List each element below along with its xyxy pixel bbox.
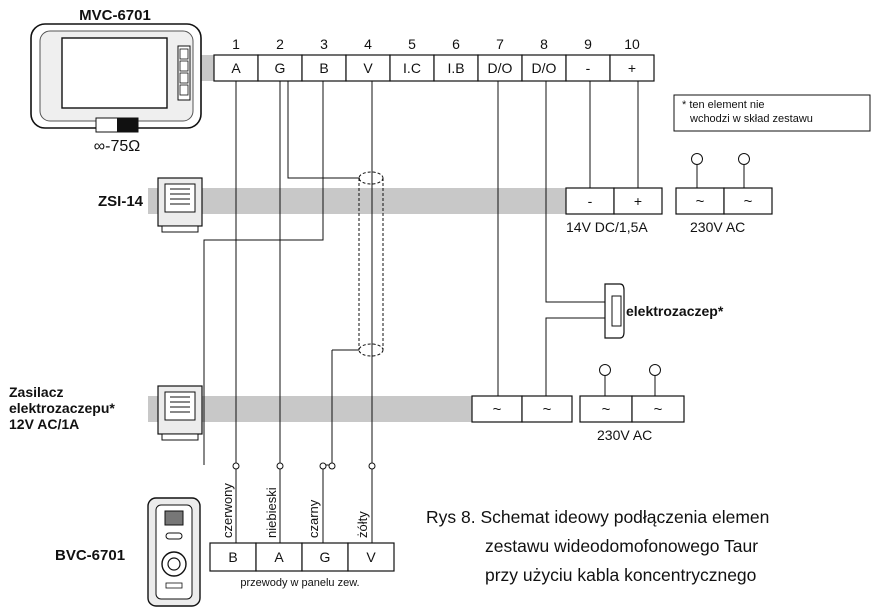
wire-junctions bbox=[232, 462, 376, 470]
zsi-psu-icon bbox=[157, 177, 203, 233]
mains-bottom-label: 230V AC bbox=[597, 427, 652, 443]
wire-label-black: czarny bbox=[306, 499, 321, 538]
terminal-label: D/O bbox=[488, 60, 513, 76]
terminal-label: V bbox=[363, 60, 373, 76]
monitor-label: MVC-6701 bbox=[79, 7, 151, 24]
outdoor-panel-icon bbox=[147, 497, 201, 607]
terminal-number: 7 bbox=[496, 36, 504, 52]
impedance-label: ∞-75Ω bbox=[94, 138, 141, 155]
panel-terminal-label: G bbox=[320, 549, 331, 565]
mains-plug-icon bbox=[738, 153, 750, 165]
zsi-label: ZSI-14 bbox=[98, 193, 144, 210]
note-box: * ten element nie wchodzi w skład zestaw… bbox=[673, 94, 871, 132]
terminal-number: 8 bbox=[540, 36, 548, 52]
lock-psu-label-line-2: elektrozaczepu* bbox=[9, 400, 115, 416]
terminal-cell bbox=[521, 54, 567, 82]
mains-bottom-terminal: ~ bbox=[602, 401, 611, 418]
zsi-terminal-plus: + bbox=[634, 193, 642, 209]
monitor-button-icon bbox=[179, 72, 189, 84]
zsi-terminals: - + bbox=[565, 187, 663, 215]
terminal-label: - bbox=[586, 60, 591, 76]
panel-terminal-cell bbox=[255, 542, 303, 572]
terminal-numbers: 1 2 3 4 5 6 7 8 9 10 bbox=[232, 36, 640, 52]
note-line-2: wchodzi w skład zestawu bbox=[689, 113, 813, 125]
terminal-cell bbox=[345, 54, 391, 82]
lock-psu-terminals: ~ ~ bbox=[471, 395, 573, 423]
terminal-label: I.B bbox=[447, 60, 464, 76]
terminal-label: + bbox=[628, 60, 636, 76]
camera-icon bbox=[164, 510, 184, 526]
electric-lock-icon bbox=[604, 283, 625, 339]
lock-psu-label-line-1: Zasilacz bbox=[9, 384, 63, 400]
terminal-number: 4 bbox=[364, 36, 372, 52]
terminal-number: 10 bbox=[624, 36, 640, 52]
terminal-label: G bbox=[275, 60, 286, 76]
mains-top-terminal: ~ bbox=[744, 193, 753, 210]
lock-psu-terminal: ~ bbox=[543, 401, 552, 418]
panel-terminal-cell bbox=[347, 542, 395, 572]
caption-line-2: zestawu wideodomofonowego Taur bbox=[485, 536, 758, 556]
coax-cable bbox=[358, 171, 384, 357]
mains-plug-icon bbox=[649, 364, 661, 376]
mains-plug-icon bbox=[691, 153, 703, 165]
panel-terminal-label: A bbox=[274, 549, 284, 565]
zsi-terminal-minus: - bbox=[588, 193, 593, 209]
terminal-label: D/O bbox=[532, 60, 557, 76]
wire-label-blue: niebieski bbox=[264, 487, 279, 538]
lock-psu-label-line-3: 12V AC/1A bbox=[9, 416, 79, 432]
caption-line-3: przy użyciu kabla koncentrycznego bbox=[485, 565, 756, 585]
terminal-number: 9 bbox=[584, 36, 592, 52]
wire-label-yellow: żółty bbox=[355, 511, 370, 538]
lock-psu-terminal: ~ bbox=[493, 401, 502, 418]
panel-terminal-label: B bbox=[228, 549, 237, 565]
mains-bottom-terminal: ~ bbox=[654, 401, 663, 418]
terminal-number: 1 bbox=[232, 36, 240, 52]
mains-top-terminals: ~ ~ bbox=[675, 153, 773, 215]
terminal-number: 2 bbox=[276, 36, 284, 52]
lock-label: elektrozaczep* bbox=[626, 303, 724, 319]
wire-lines bbox=[203, 81, 639, 543]
wire-label-red: czerwony bbox=[220, 483, 235, 538]
monitor-device bbox=[30, 23, 202, 129]
panel-label: BVC-6701 bbox=[55, 547, 125, 564]
terminal-label: A bbox=[231, 60, 241, 76]
terminal-number: 6 bbox=[452, 36, 460, 52]
terminal-cell bbox=[433, 54, 479, 82]
monitor-screen bbox=[61, 37, 168, 109]
monitor-button-icon bbox=[179, 84, 189, 96]
panel-terminal-label: V bbox=[366, 549, 376, 565]
panel-terminal-cell bbox=[301, 542, 349, 572]
terminal-cell bbox=[609, 54, 655, 82]
terminal-label: I.C bbox=[403, 60, 421, 76]
note-line-1: * ten element nie bbox=[682, 99, 765, 111]
mains-plug-icon bbox=[599, 364, 611, 376]
terminal-number: 3 bbox=[320, 36, 328, 52]
terminal-label: B bbox=[319, 60, 328, 76]
lock-psu-icon bbox=[157, 385, 203, 441]
caption-line-1: Rys 8. Schemat ideowy podłączenia elemen bbox=[426, 507, 769, 527]
mains-bottom-terminals: ~ ~ bbox=[579, 364, 685, 423]
mains-top-label: 230V AC bbox=[690, 219, 745, 235]
zsi-connection-band bbox=[148, 188, 566, 214]
terminal-cell bbox=[257, 54, 303, 82]
terminal-number: 5 bbox=[408, 36, 416, 52]
terminal-strip: A G B V I.C I.B D/O D/O - + bbox=[213, 54, 655, 82]
mains-top-terminal: ~ bbox=[696, 193, 705, 210]
zsi-rating: 14V DC/1,5A bbox=[566, 219, 648, 235]
monitor-button-icon bbox=[179, 60, 189, 72]
impedance-switch-icon bbox=[95, 117, 139, 133]
monitor-button-icon bbox=[179, 48, 189, 60]
panel-caption: przewody w panelu zew. bbox=[240, 577, 359, 589]
